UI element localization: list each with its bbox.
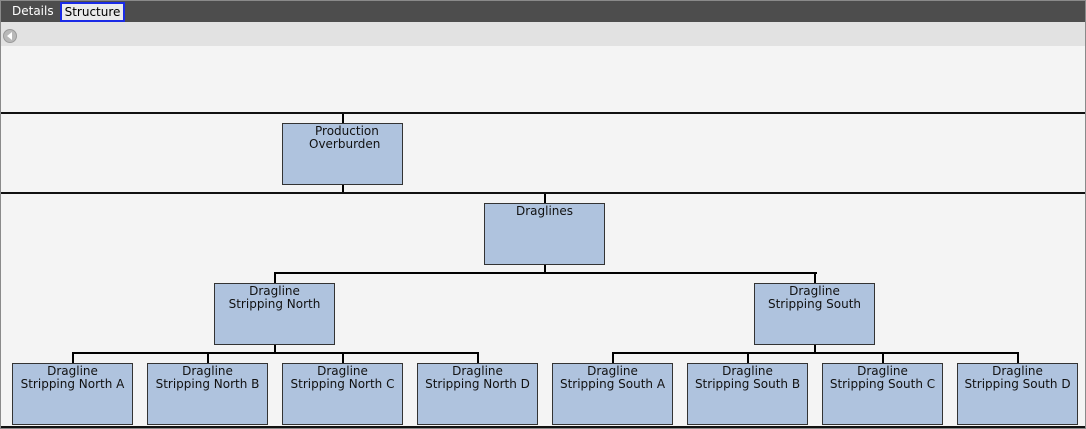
node-label-line2: Stripping North B — [155, 377, 260, 391]
node-label-line2: Overburden — [309, 137, 381, 151]
node-label-line1: Dragline — [587, 364, 638, 378]
band-divider — [1, 192, 1085, 194]
connector — [207, 352, 209, 363]
connector — [342, 114, 344, 123]
connector — [274, 272, 817, 274]
connector — [747, 352, 749, 363]
node-stripping-south-a[interactable]: Dragline Stripping South A — [552, 363, 673, 425]
back-arrow-icon[interactable] — [3, 29, 17, 43]
node-label-line2: Stripping North — [228, 297, 321, 311]
node-label-line1: Dragline — [317, 364, 368, 378]
node-production-overburden[interactable]: Production Overburden — [282, 123, 403, 185]
toolbar — [1, 22, 1085, 46]
node-label-line2: Stripping South A — [559, 377, 666, 391]
node-label-line1: Dragline — [992, 364, 1043, 378]
node-label-line1: Draglines — [515, 204, 574, 218]
connector — [814, 272, 816, 283]
tab-bar: Details Structure — [1, 1, 1085, 22]
node-dragline-stripping-south[interactable]: Dragline Stripping South — [754, 283, 875, 345]
node-label-line1: Production — [315, 124, 379, 138]
node-label-line2: Stripping South — [767, 297, 862, 311]
node-stripping-south-d[interactable]: Dragline Stripping South D — [957, 363, 1078, 425]
node-label-line2: Stripping North A — [20, 377, 125, 391]
node-stripping-north-b[interactable]: Dragline Stripping North B — [147, 363, 268, 425]
connector — [1017, 352, 1019, 363]
connector — [274, 344, 276, 353]
node-draglines[interactable]: Draglines — [484, 203, 605, 265]
node-stripping-south-c[interactable]: Dragline Stripping South C — [822, 363, 943, 425]
node-label-line2: Stripping North D — [425, 377, 530, 391]
node-label-line2: Stripping South D — [964, 377, 1071, 391]
connector — [814, 344, 816, 353]
node-stripping-south-b[interactable]: Dragline Stripping South B — [687, 363, 808, 425]
node-label-line1: Dragline — [857, 364, 908, 378]
node-label-line1: Dragline — [722, 364, 773, 378]
connector — [342, 352, 344, 363]
node-stripping-north-c[interactable]: Dragline Stripping North C — [282, 363, 403, 425]
org-chart-canvas: Production Overburden Draglines Dragline… — [1, 46, 1085, 428]
connector — [882, 352, 884, 363]
node-label-line1: Dragline — [452, 364, 503, 378]
node-label-line1: Dragline — [182, 364, 233, 378]
node-stripping-north-d[interactable]: Dragline Stripping North D — [417, 363, 538, 425]
connector — [274, 272, 276, 283]
connector — [612, 352, 614, 363]
connector — [612, 352, 1019, 354]
connector — [342, 184, 344, 192]
connector — [72, 352, 74, 363]
node-label-line2: Stripping South C — [829, 377, 936, 391]
connector — [544, 194, 546, 203]
connector — [477, 352, 479, 363]
connector — [72, 352, 479, 354]
node-label-line1: Dragline — [249, 284, 300, 298]
node-stripping-north-a[interactable]: Dragline Stripping North A — [12, 363, 133, 425]
band-divider — [1, 112, 1085, 114]
tab-details[interactable]: Details — [12, 4, 54, 18]
node-label-line2: Stripping North C — [290, 377, 395, 391]
band-divider — [1, 426, 1085, 428]
tab-structure[interactable]: Structure — [60, 2, 125, 22]
node-label-line2: Stripping South B — [694, 377, 801, 391]
node-label-line1: Dragline — [789, 284, 840, 298]
node-label-line1: Dragline — [47, 364, 98, 378]
node-dragline-stripping-north[interactable]: Dragline Stripping North — [214, 283, 335, 345]
connector — [544, 264, 546, 273]
